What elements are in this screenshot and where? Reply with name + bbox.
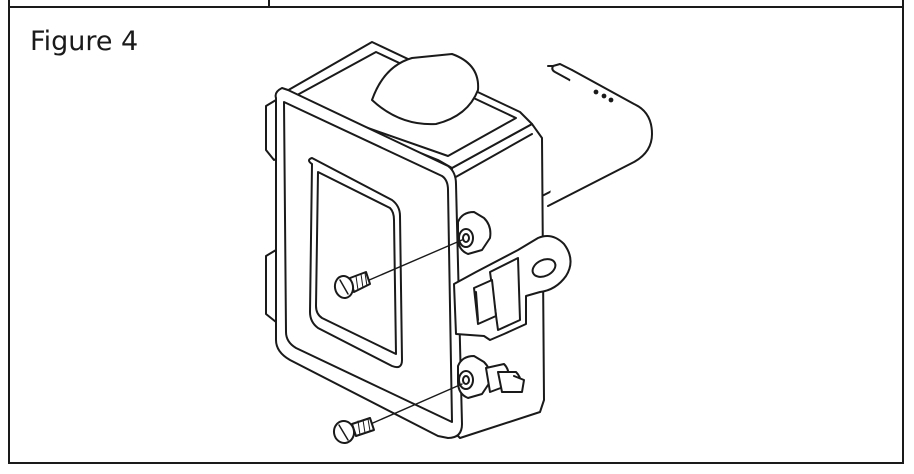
upper-screw-boss bbox=[457, 211, 492, 255]
figure-frame bbox=[8, 0, 904, 464]
enclosure-lid bbox=[274, 87, 463, 439]
lower-screw bbox=[332, 383, 463, 444]
figure-title: Figure 4 bbox=[30, 26, 139, 57]
upper-screw bbox=[333, 239, 463, 299]
top-table-rule bbox=[8, 0, 904, 8]
pressure-fittings bbox=[485, 363, 525, 393]
duct-probe bbox=[541, 63, 653, 207]
top-table-divider bbox=[268, 0, 270, 8]
housing-top bbox=[277, 41, 533, 169]
lower-screw-boss bbox=[457, 355, 492, 399]
mounting-flange bbox=[453, 235, 572, 341]
